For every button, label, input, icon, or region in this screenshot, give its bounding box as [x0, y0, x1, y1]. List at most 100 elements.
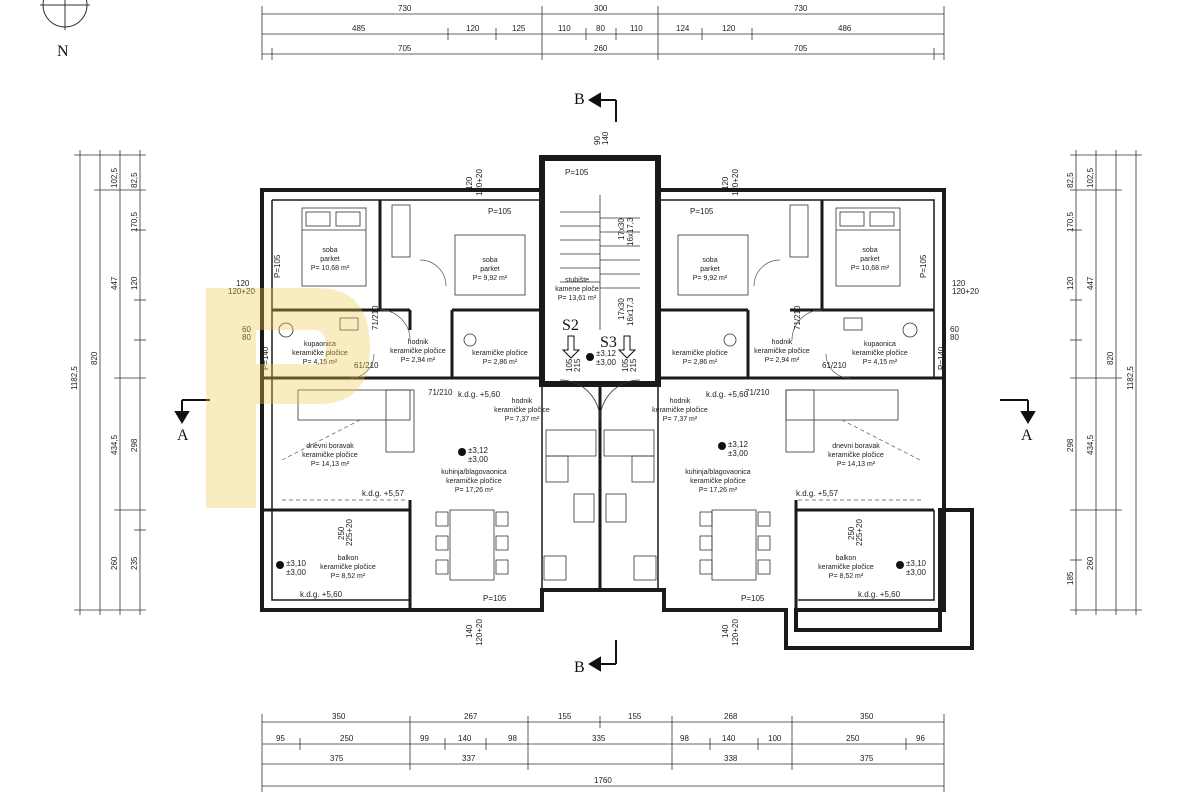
level-300-balk-right: ±3,00 — [906, 568, 927, 577]
kdg-560-a: k.d.g. +5,60 — [458, 390, 501, 399]
svg-text:balkon: balkon — [338, 555, 359, 562]
label-s3: S3 — [600, 334, 617, 351]
label-140-bottom-r: 140 — [721, 624, 730, 638]
svg-text:keramičke pločice: keramičke pločice — [690, 478, 746, 485]
dim-left-1182: 1182,5 — [70, 366, 79, 390]
label-p140-right: P=140 — [937, 346, 946, 370]
dim-top-125: 125 — [512, 24, 526, 33]
svg-text:keramičke pločice: keramičke pločice — [320, 564, 376, 571]
label-61-210-right: 61/210 — [822, 361, 847, 370]
dim-bottom-350-left: 350 — [332, 712, 346, 721]
dim-top-486: 486 — [838, 24, 852, 33]
svg-text:keramičke pločice: keramičke pločice — [652, 407, 708, 414]
svg-text:soba: soba — [702, 257, 717, 264]
level-310-right: ±3,10 — [906, 559, 927, 568]
dim-left-434: 434,5 — [110, 434, 119, 455]
svg-text:P= 9,92 m²: P= 9,92 m² — [693, 275, 728, 282]
dim-top-730-right: 730 — [794, 4, 808, 13]
room-hodnik-center-left: hodnik keramičke pločice P= 7,37 m² — [494, 398, 550, 423]
stair-dim-17x30-a: 17x30 — [617, 218, 626, 240]
dim-left-260: 260 — [110, 556, 119, 570]
section-marker-b-bottom — [588, 640, 617, 672]
stair-dim-105-b: 105 — [621, 358, 630, 372]
dim-top-705-left: 705 — [398, 44, 412, 53]
svg-text:keramičke pločice: keramičke pločice — [852, 350, 908, 357]
level-300-stair: ±3,00 — [596, 358, 617, 367]
section-marker-a-left — [174, 399, 210, 424]
room-kupaonica-right: kupaonica keramičke pločice P= 4,15 m² — [852, 341, 908, 366]
level-312-stair: ±3,12 — [596, 349, 617, 358]
dim-right-820: 820 — [1106, 351, 1115, 365]
svg-text:stubište: stubište — [565, 277, 589, 284]
label-s2: S2 — [562, 317, 579, 334]
dim-bottom-250-left: 250 — [340, 734, 354, 743]
svg-text:parket: parket — [860, 256, 880, 263]
door-swings — [349, 259, 851, 379]
label-140-bottom-l: 140 — [465, 624, 474, 638]
dim-bottom-375-left: 375 — [330, 754, 344, 763]
dim-left-102: 102,5 — [110, 167, 119, 188]
svg-text:keramičke pločice: keramičke pločice — [292, 350, 348, 357]
dim-bottom-98-left: 98 — [508, 734, 517, 743]
svg-text:P= 2,94 m²: P= 2,94 m² — [401, 357, 436, 364]
dim-left-235: 235 — [130, 556, 139, 570]
svg-text:kupaonica: kupaonica — [304, 341, 336, 348]
dim-right-1182: 1182,5 — [1126, 366, 1135, 390]
north-label: N — [57, 43, 69, 60]
svg-text:P= 9,92 m²: P= 9,92 m² — [473, 275, 508, 282]
left-dimension-lines — [74, 150, 146, 615]
dim-bottom-140-left: 140 — [458, 734, 472, 743]
level-300-left: ±3,00 — [468, 455, 489, 464]
label-120-20-bottom-r: 120+20 — [731, 619, 740, 646]
svg-text:kamene ploče: kamene ploče — [555, 286, 599, 293]
dim-top-110a: 110 — [558, 24, 571, 33]
room-hodnik-center-right: hodnik keramičke pločice P= 7,37 m² — [652, 398, 708, 423]
dim-right-102: 102,5 — [1086, 167, 1095, 188]
label-120-top-l: 120 — [465, 176, 474, 190]
section-label-b-bottom: B — [574, 659, 585, 676]
room-soba-right: soba parket P= 10,68 m² — [851, 247, 890, 272]
dim-top-260: 260 — [594, 44, 608, 53]
label-71-210-c: 71/210 — [371, 305, 380, 330]
dim-right-120: 120 — [1066, 276, 1075, 290]
dim-bottom-99: 99 — [420, 734, 429, 743]
dim-top-120a: 120 — [466, 24, 480, 33]
label-250-left: 250 — [337, 526, 346, 540]
room-wc-right: keramičke pločice P= 2,86 m² — [672, 350, 728, 366]
svg-text:P= 4,15 m²: P= 4,15 m² — [303, 359, 338, 366]
stair-dim-105-a: 105 — [565, 358, 574, 372]
room-hodnik-right: hodnik keramičke pločice P= 2,94 m² — [754, 339, 810, 364]
svg-text:P= 17,26 m²: P= 17,26 m² — [699, 487, 738, 494]
svg-text:kuhinja/blagovaonica: kuhinja/blagovaonica — [441, 469, 506, 476]
svg-text:P= 14,13 m²: P= 14,13 m² — [837, 461, 876, 468]
section-label-a-left: A — [177, 427, 189, 444]
dim-bottom-375-right: 375 — [860, 754, 874, 763]
dim-left-820: 820 — [90, 351, 99, 365]
dim-right-82: 82,5 — [1066, 172, 1075, 188]
label-225-left: 225+20 — [345, 519, 354, 546]
svg-text:parket: parket — [700, 266, 720, 273]
svg-text:soba: soba — [862, 247, 877, 254]
right-dimension-lines — [1070, 150, 1142, 615]
svg-text:keramičke pločice: keramičke pločice — [302, 452, 358, 459]
svg-text:kupaonica: kupaonica — [864, 341, 896, 348]
label-120-top-r: 120 — [721, 176, 730, 190]
dim-bottom-350-right: 350 — [860, 712, 874, 721]
kdg-560-balk-left: k.d.g. +5,60 — [300, 590, 343, 599]
svg-text:balkon: balkon — [836, 555, 857, 562]
svg-text:P= 10,68 m²: P= 10,68 m² — [851, 265, 890, 272]
dim-top-120b: 120 — [722, 24, 736, 33]
kdg-560-balk-right: k.d.g. +5,60 — [858, 590, 901, 599]
room-kuhinja-left: kuhinja/blagovaonica keramičke pločice P… — [441, 469, 506, 494]
svg-text:parket: parket — [320, 256, 340, 263]
svg-text:hodnik: hodnik — [772, 339, 793, 346]
room-dnevni-boravak-left: dnevni boravak keramičke pločice P= 14,1… — [302, 443, 358, 468]
dim-bottom-140-right: 140 — [722, 734, 736, 743]
dim-bottom-267: 267 — [464, 712, 478, 721]
s2-s3-arrows-icon — [561, 335, 637, 359]
room-hodnik-left: hodnik keramičke pločice P= 2,94 m² — [390, 339, 446, 364]
dim-left-120: 120 — [130, 276, 139, 290]
dim-right-170: 170,5 — [1066, 211, 1075, 232]
dim-left-170: 170,5 — [130, 211, 139, 232]
stairs — [559, 195, 641, 421]
